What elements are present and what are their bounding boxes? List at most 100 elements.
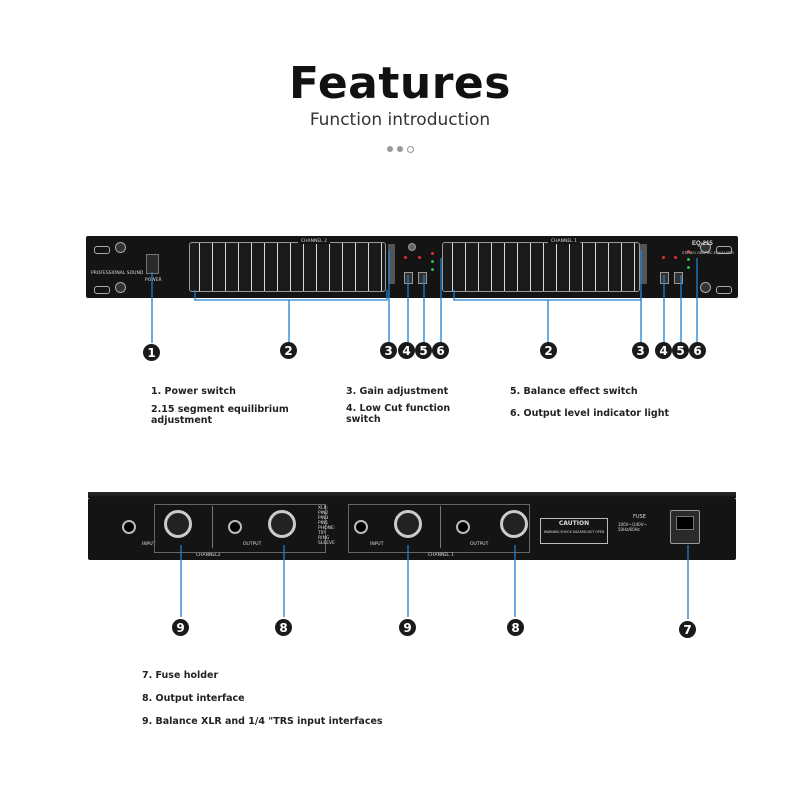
trs-jack-output-ch2[interactable] — [228, 520, 242, 534]
carousel-dot[interactable] — [396, 146, 403, 152]
feature-output-level-led: 6. Output level indicator light — [510, 408, 670, 419]
feature-low-cut: 4. Low Cut function switch — [346, 403, 451, 425]
rack-slot — [716, 286, 732, 294]
output-led-red — [687, 250, 690, 253]
output-led-green — [687, 266, 690, 269]
led-red — [418, 256, 421, 259]
rack-screw-icon — [700, 242, 711, 253]
fuse-spec: 100V~/240V~ 50Hz/60Hz — [618, 522, 647, 532]
phone-legend-item: TIP — [318, 531, 325, 536]
phone-legend-title: PHONE: — [318, 526, 336, 531]
xlr-legend-title: XLR: — [318, 506, 329, 511]
channel1-label: CHANNEL 1 — [428, 553, 454, 558]
xlr-legend-item: PIN3 — [318, 516, 329, 521]
gain-cap — [408, 243, 416, 251]
input-label-ch1: INPUT — [370, 542, 384, 547]
feature-fuse-holder: 7. Fuse holder — [142, 670, 219, 681]
callout-badge: 4 — [398, 342, 415, 359]
gain-knob[interactable] — [388, 244, 395, 284]
callout-badge: 4 — [655, 342, 672, 359]
feature-input-interfaces: 9. Balance XLR and 1/4 "TRS input interf… — [142, 716, 383, 727]
eq-section-channel-2 — [189, 242, 386, 292]
callout-badge: 5 — [415, 342, 432, 359]
callout-badge: 8 — [275, 619, 292, 636]
model-name: EQ-215 — [692, 241, 713, 247]
input-label-ch2: INPUT — [142, 542, 156, 547]
power-label: POWER — [145, 278, 162, 283]
callout-badge: 1 — [143, 344, 160, 361]
phone-legend-item: SLEEVE — [318, 541, 335, 546]
ch2-divider — [212, 506, 213, 548]
front-panel: PROFESSIONAL SOUND POWER CHANNEL 2 CHANN… — [86, 236, 738, 298]
phone-legend-item: RING — [318, 536, 330, 541]
callout-badge: 6 — [689, 342, 706, 359]
output-label-ch1: OUTPUT — [470, 542, 489, 547]
output-led-green — [687, 258, 690, 261]
callout-badge: 2 — [540, 342, 557, 359]
output-label-ch2: OUTPUT — [243, 542, 262, 547]
callout-badge: 3 — [632, 342, 649, 359]
callout-badge: 8 — [507, 619, 524, 636]
back-panel: INPUT OUTPUT CHANNEL2 XLR: PIN2 PIN3 PIN… — [88, 492, 736, 560]
callout-badge: 3 — [380, 342, 397, 359]
feature-gain-adjustment: 3. Gain adjustment — [346, 386, 449, 397]
rack-slot — [94, 286, 110, 294]
callout-badge: 9 — [399, 619, 416, 636]
fuse-label: FUSE — [633, 514, 646, 520]
callout-badge: 9 — [172, 619, 189, 636]
carousel-dot[interactable] — [406, 146, 414, 153]
channel-label-left: CHANNEL 2 — [298, 239, 330, 244]
output-led-green — [431, 268, 434, 271]
feature-power-switch: 1. Power switch — [151, 386, 236, 397]
carousel-dots — [0, 146, 800, 153]
xlr-legend-item: PIN1 — [318, 521, 329, 526]
xlr-output-ch2[interactable] — [268, 510, 296, 538]
eq-section-channel-1 — [442, 242, 640, 292]
feature-eq-adjustment: 2.15 segment equilibrium adjustment — [151, 404, 289, 426]
pinout-legend: XLR: PIN2 PIN3 PIN1 PHONE: TIP RING SLEE… — [318, 506, 343, 546]
feature-balance-switch: 5. Balance effect switch — [510, 386, 638, 397]
page-title: Features — [289, 58, 511, 109]
ch1-divider — [440, 506, 441, 548]
trs-jack-input-ch1[interactable] — [354, 520, 368, 534]
callout-badge: 2 — [280, 342, 297, 359]
balance-switch[interactable] — [418, 272, 427, 284]
channel2-label: CHANNEL2 — [196, 553, 221, 558]
page-subtitle: Function introduction — [309, 110, 491, 130]
output-led-red — [431, 252, 434, 255]
rack-slot — [94, 246, 110, 254]
xlr-legend-item: PIN2 — [318, 511, 329, 516]
rack-screw-icon — [115, 242, 126, 253]
brand-text: PROFESSIONAL SOUND — [91, 271, 144, 276]
back-panel-bevel — [88, 492, 736, 498]
rack-screw-icon — [700, 282, 711, 293]
trs-jack-input-ch2[interactable] — [122, 520, 136, 534]
callout-badge: 6 — [432, 342, 449, 359]
led-red — [404, 256, 407, 259]
rack-slot — [716, 246, 732, 254]
carousel-dot[interactable] — [386, 146, 393, 152]
callout-badge: 5 — [672, 342, 689, 359]
caution-plate: CAUTION WARNING SHOCK HAZARD-NOT OPEN — [540, 518, 608, 544]
ch1-frame — [348, 504, 530, 553]
callout-badge: 7 — [679, 621, 696, 638]
feature-output-interface: 8. Output interface — [142, 693, 245, 704]
xlr-input-ch1[interactable] — [394, 510, 422, 538]
output-led-green — [431, 260, 434, 263]
model-subtitle: STEREO GRAPHIC EQUALIZER — [682, 251, 734, 255]
rack-screw-icon — [115, 282, 126, 293]
xlr-output-ch1[interactable] — [500, 510, 528, 538]
caution-text: WARNING SHOCK HAZARD-NOT OPEN — [543, 530, 605, 534]
balance-switch[interactable] — [674, 272, 683, 284]
ch2-frame — [154, 504, 326, 553]
channel-label-right: CHANNEL 1 — [548, 239, 580, 244]
power-inlet-icon — [676, 516, 694, 530]
led-red — [674, 256, 677, 259]
gain-knob[interactable] — [640, 244, 647, 284]
trs-jack-output-ch1[interactable] — [456, 520, 470, 534]
xlr-input-ch2[interactable] — [164, 510, 192, 538]
led-red — [662, 256, 665, 259]
caution-title: CAUTION — [558, 520, 590, 527]
